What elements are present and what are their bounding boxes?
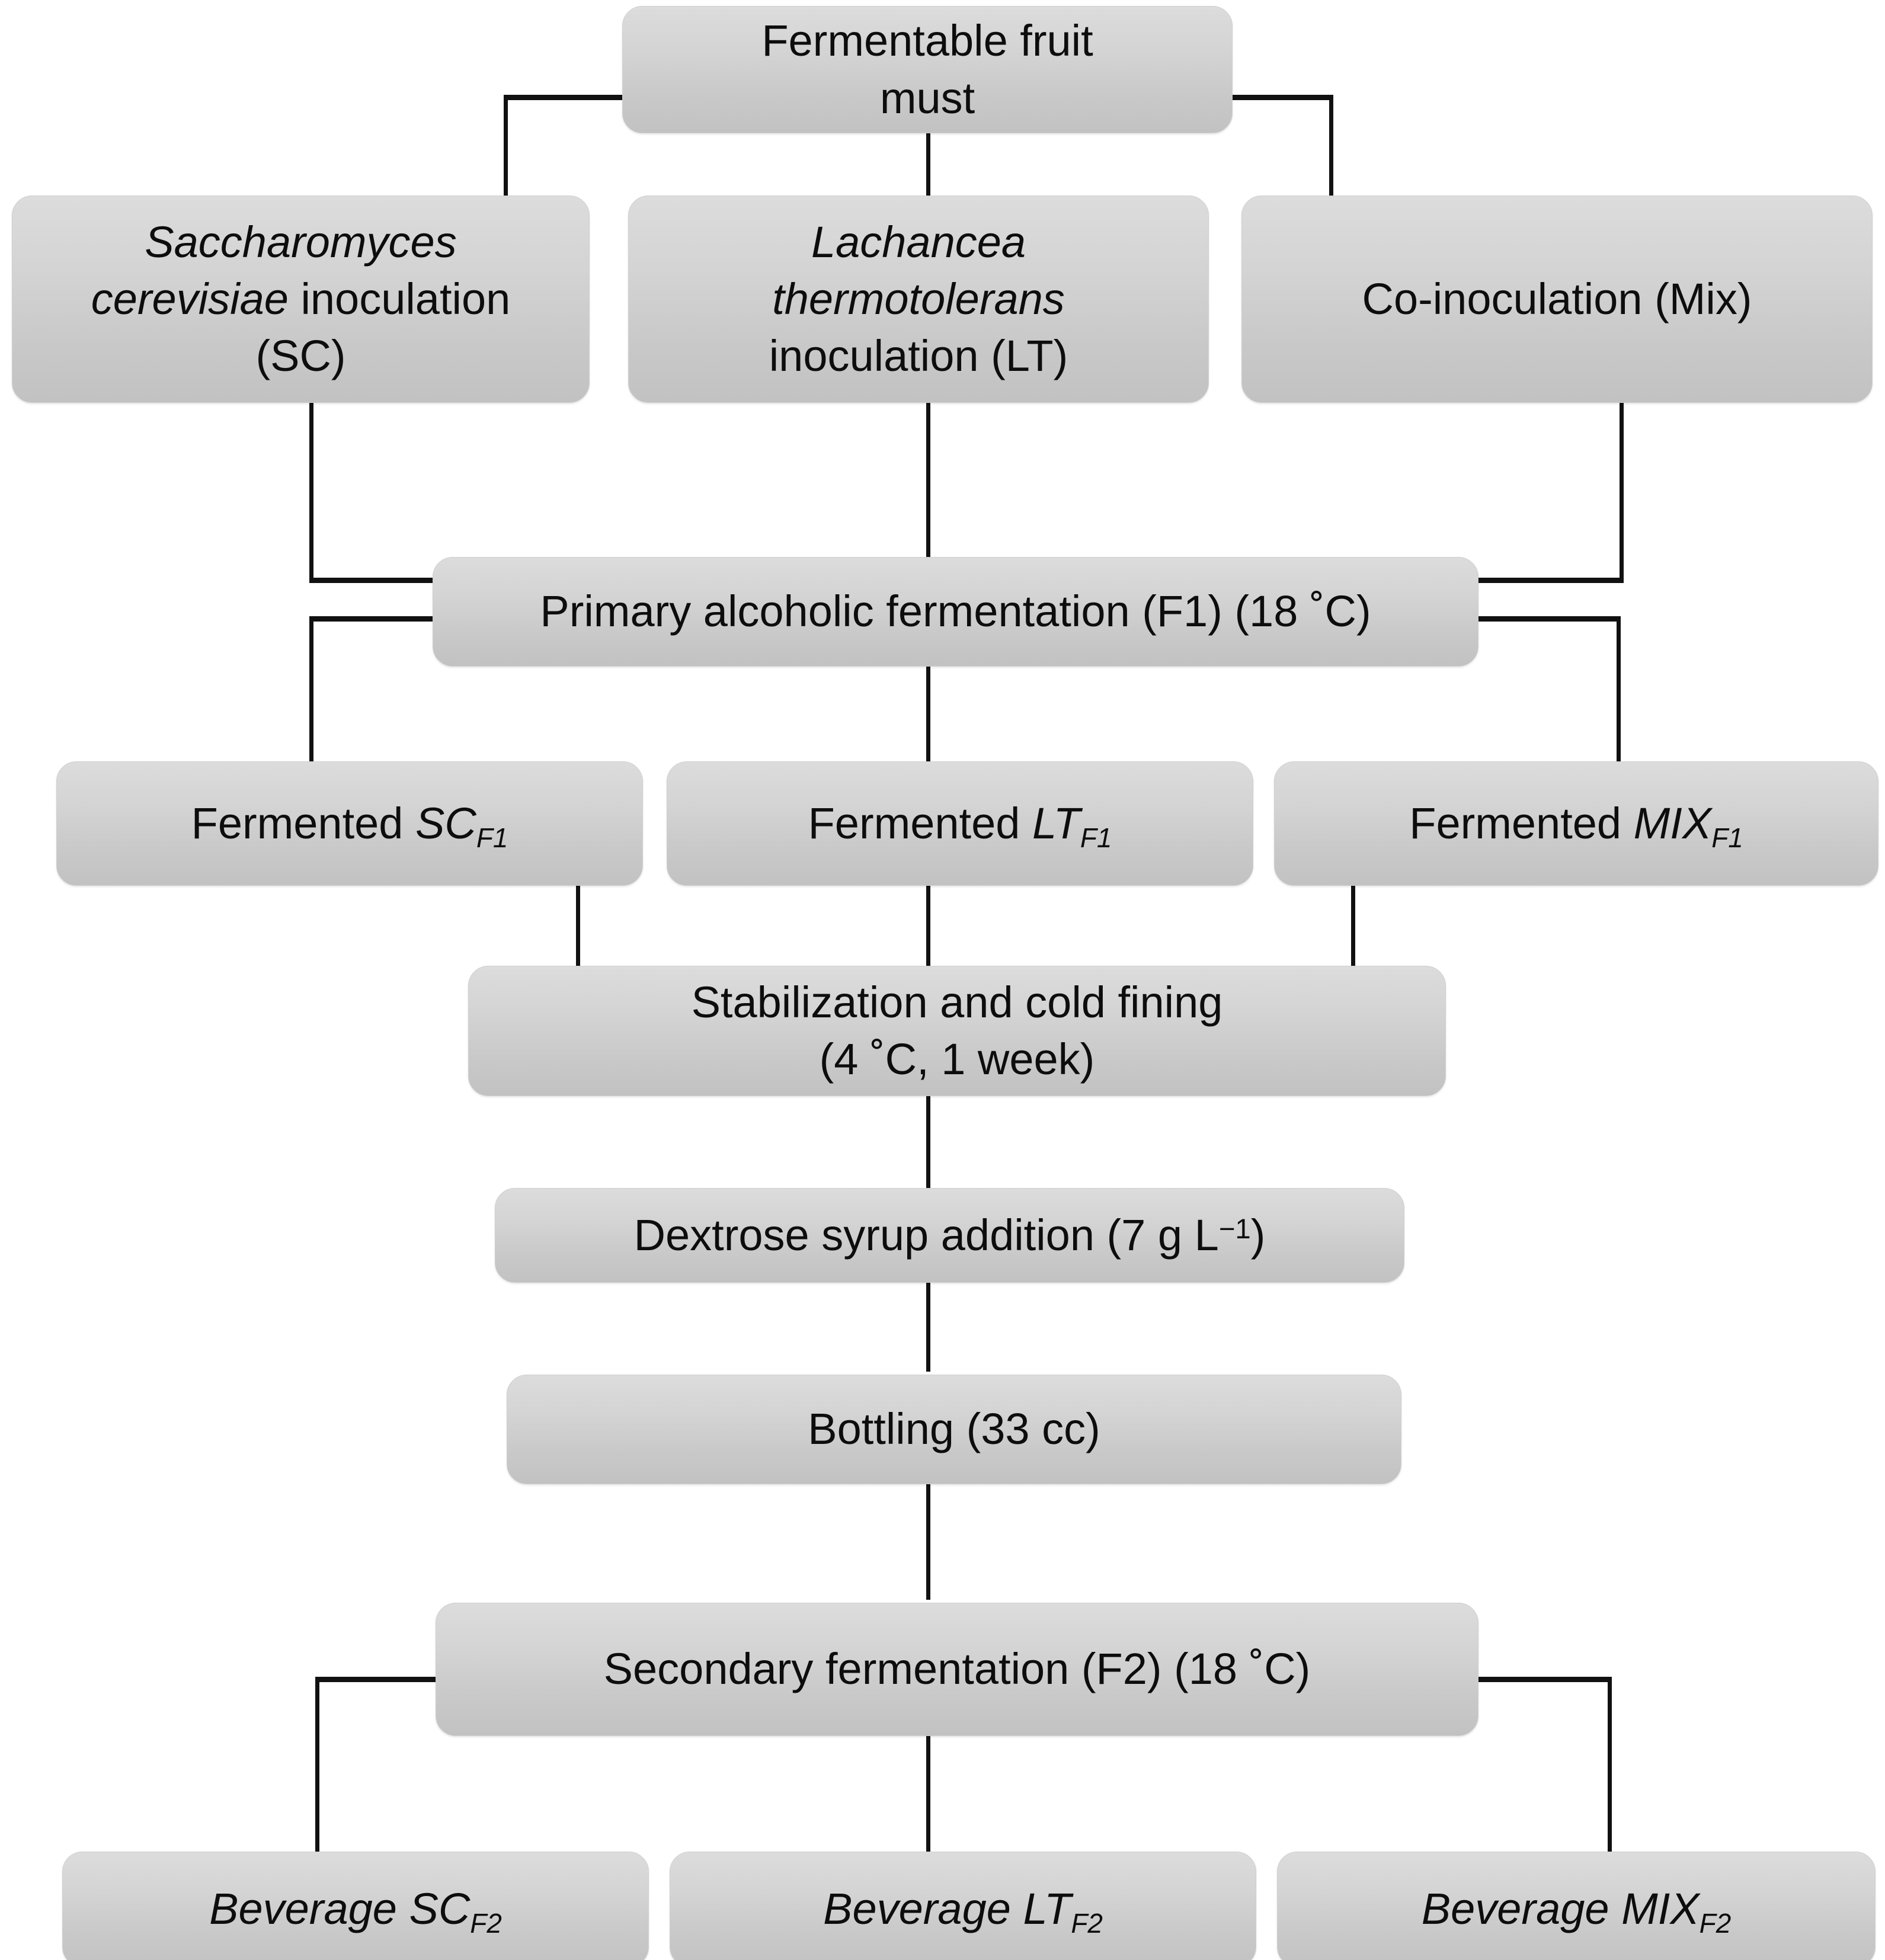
- connector-must-left-vertical: [504, 95, 508, 196]
- node-label-lt-inoculation: Lachancea thermotolerans inoculation (LT…: [769, 217, 1068, 381]
- node-beverage-lt-f2[interactable]: Beverage LTF2: [670, 1852, 1256, 1960]
- connector-f2-left-horizontal: [315, 1677, 460, 1682]
- connector-fermentedlt-to-stabilization: [926, 886, 930, 966]
- connector-mix-to-f1-horizontal: [1437, 578, 1624, 583]
- node-label-fermented-lt: Fermented LTF1: [808, 798, 1112, 853]
- node-saccharomyces-inoculation[interactable]: Saccharomyces cerevisiae inoculation (SC…: [12, 196, 590, 403]
- node-label-mix-inoculation: Co-inoculation (Mix): [1362, 274, 1752, 324]
- connector-f1-right-vertical: [1617, 616, 1621, 761]
- node-label-fermented-mix: Fermented MIXF1: [1409, 798, 1743, 853]
- node-label-must: Fermentable fruit must: [761, 16, 1093, 123]
- node-label-beverage-lt: Beverage LTF2: [823, 1884, 1103, 1939]
- node-label-bottling: Bottling (33 cc): [808, 1404, 1100, 1454]
- node-label-sc-inoculation: Saccharomyces cerevisiae inoculation (SC…: [91, 217, 511, 381]
- connector-f2-right-vertical: [1608, 1677, 1612, 1855]
- connector-sc-to-f1-vertical: [309, 403, 313, 581]
- node-fermentable-fruit-must[interactable]: Fermentable fruit must: [622, 6, 1233, 133]
- connector-fermentedsc-to-stabilization: [576, 886, 580, 966]
- connector-stabilization-to-dextrose: [926, 1096, 930, 1188]
- node-bottling[interactable]: Bottling (33 cc): [507, 1375, 1401, 1484]
- node-beverage-sc-f2[interactable]: Beverage SCF2: [62, 1852, 649, 1960]
- connector-must-right-horizontal: [1164, 95, 1333, 100]
- node-fermented-mix-f1[interactable]: Fermented MIXF1: [1274, 761, 1878, 886]
- node-fermented-sc-f1[interactable]: Fermented SCF1: [56, 761, 643, 886]
- node-stabilization-cold-fining[interactable]: Stabilization and cold fining (4 ˚C, 1 w…: [468, 966, 1446, 1096]
- node-label-f1: Primary alcoholic fermentation (F1) (18 …: [540, 587, 1371, 636]
- node-dextrose-syrup-addition[interactable]: Dextrose syrup addition (7 g L−1): [495, 1188, 1404, 1283]
- connector-f1-left-horizontal: [309, 616, 455, 622]
- node-label-beverage-sc: Beverage SCF2: [209, 1884, 502, 1939]
- connector-f2-right-horizontal: [1434, 1677, 1612, 1682]
- connector-bottling-to-f2: [926, 1481, 930, 1600]
- connector-must-center-vertical: [926, 127, 930, 198]
- node-beverage-mix-f2[interactable]: Beverage MIXF2: [1277, 1852, 1876, 1960]
- connector-f2-center-vertical: [926, 1736, 930, 1855]
- node-co-inoculation-mix[interactable]: Co-inoculation (Mix): [1241, 196, 1873, 403]
- connector-lt-to-f1-vertical: [926, 403, 930, 569]
- connector-must-right-vertical: [1329, 95, 1333, 196]
- connector-dextrose-to-bottling: [926, 1280, 930, 1372]
- node-secondary-fermentation[interactable]: Secondary fermentation (F2) (18 ˚C): [436, 1603, 1478, 1736]
- connector-must-left-horizontal: [504, 95, 622, 100]
- connector-mix-to-f1-vertical: [1620, 403, 1624, 581]
- connector-f1-right-horizontal: [1437, 616, 1621, 622]
- connector-fermentedmix-to-stabilization: [1351, 886, 1355, 966]
- node-label-f2: Secondary fermentation (F2) (18 ˚C): [603, 1644, 1311, 1694]
- node-label-fermented-sc: Fermented SCF1: [191, 798, 508, 853]
- node-lachancea-inoculation[interactable]: Lachancea thermotolerans inoculation (LT…: [628, 196, 1209, 403]
- connector-f1-left-vertical: [309, 616, 313, 761]
- node-fermented-lt-f1[interactable]: Fermented LTF1: [667, 761, 1253, 886]
- node-label-beverage-mix: Beverage MIXF2: [1421, 1884, 1732, 1939]
- node-label-stabilization: Stabilization and cold fining (4 ˚C, 1 w…: [691, 977, 1223, 1084]
- node-label-dextrose: Dextrose syrup addition (7 g L−1): [633, 1210, 1266, 1260]
- node-primary-alcoholic-fermentation[interactable]: Primary alcoholic fermentation (F1) (18 …: [433, 557, 1478, 667]
- connector-f2-left-vertical: [315, 1677, 319, 1855]
- connector-sc-to-f1-horizontal: [309, 578, 452, 583]
- connector-f1-center-vertical: [926, 667, 930, 764]
